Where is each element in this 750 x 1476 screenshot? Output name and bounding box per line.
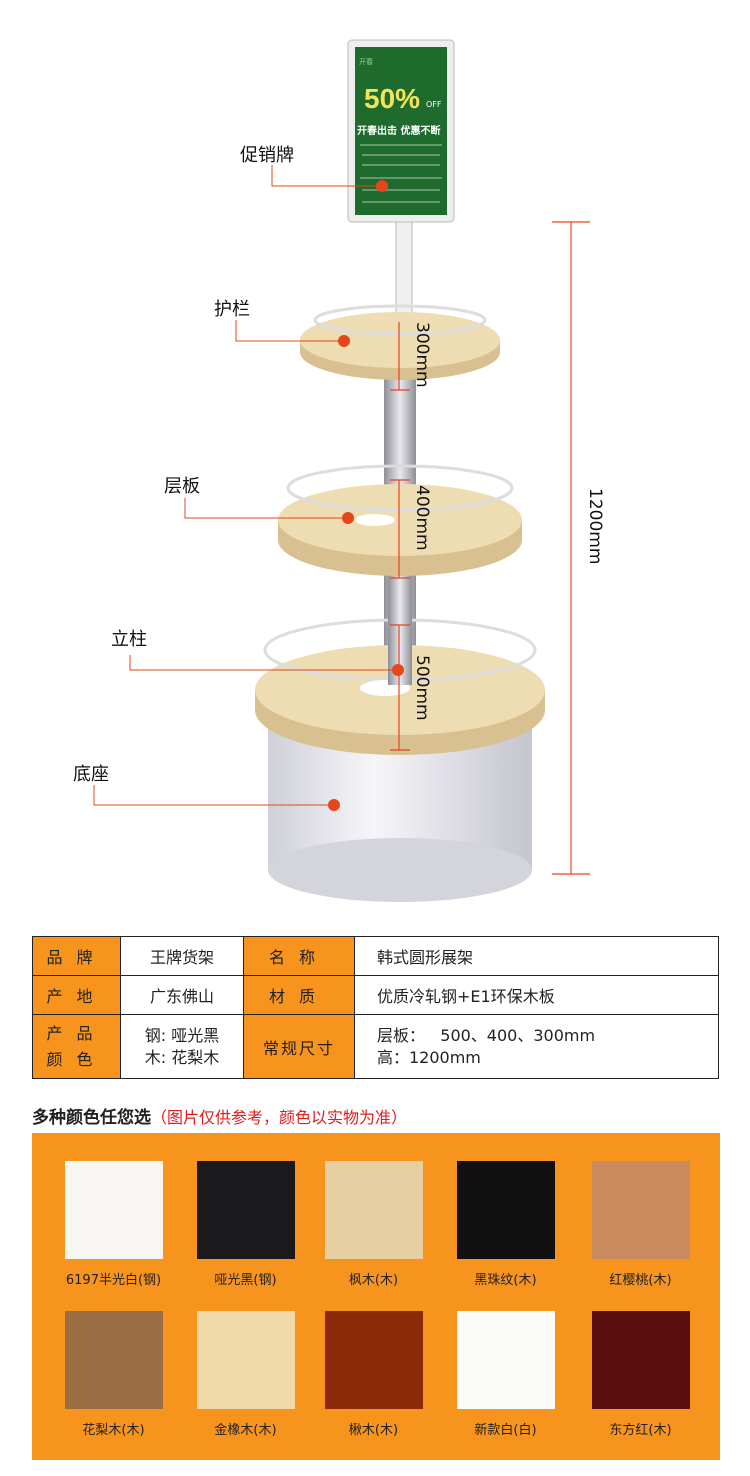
- swatch-color: [64, 1311, 163, 1409]
- label-sign: 促销牌: [240, 145, 294, 166]
- key-material: 材质: [243, 975, 355, 1015]
- dim-top: 300mm: [412, 322, 432, 388]
- key-name: 名称: [243, 936, 355, 976]
- spec-table: 品牌 王牌货架 名称 韩式圆形展架 产地 广东佛山 材质 优质冷轧钢+E1环保木…: [32, 936, 719, 1079]
- swatch-color: [196, 1161, 295, 1259]
- color-swatch: 6197半光白(钢): [46, 1161, 181, 1288]
- swatch-name: 6197半光白(钢): [65, 1273, 162, 1288]
- color-swatch: 哑光黑(钢): [178, 1161, 313, 1288]
- color-swatch: 楸木(木): [306, 1311, 441, 1438]
- color-swatch: 红樱桃(木): [573, 1161, 708, 1288]
- sign-percent: 50%: [364, 83, 420, 114]
- swatch-color: [196, 1311, 295, 1409]
- key-color: 产品颜色: [32, 1014, 121, 1079]
- sign-headline: 开春出击 优惠不断: [357, 124, 440, 137]
- colors-section-title: 多种颜色任您选（图片仅供参考，颜色以实物为准）: [32, 1103, 407, 1128]
- color-swatch: 新款白(白): [438, 1311, 573, 1438]
- table-row: 产地 广东佛山 材质 优质冷轧钢+E1环保木板: [32, 975, 719, 1015]
- shelf-middle: [278, 464, 522, 576]
- colors-title: 多种颜色任您选: [32, 1108, 151, 1128]
- dim-bottom: 500mm: [412, 655, 432, 721]
- table-row: 产品颜色 钢: 哑光黑木: 花梨木 常规尺寸 层板： 500、400、300mm…: [32, 1014, 719, 1079]
- value-color-steel: 钢: 哑光黑: [144, 1025, 220, 1045]
- key-color-line1: 产品: [46, 1023, 107, 1043]
- swatch-color: [324, 1311, 423, 1409]
- swatch-name: 新款白(白): [474, 1423, 537, 1438]
- key-origin: 产地: [32, 975, 121, 1015]
- promo-sign: 开春 50% OFF 开春出击 优惠不断: [347, 39, 455, 223]
- swatch-name: 黑珠纹(木): [474, 1273, 537, 1288]
- label-base: 底座: [73, 764, 109, 785]
- value-name: 韩式圆形展架: [354, 936, 719, 976]
- dim-middle: 400mm: [412, 485, 432, 551]
- swatch-name: 哑光黑(钢): [214, 1273, 277, 1288]
- sign-tag: 开春: [359, 57, 373, 66]
- swatch-name: 金橡木(木): [214, 1423, 277, 1438]
- table-row: 品牌 王牌货架 名称 韩式圆形展架: [32, 936, 719, 976]
- key-size: 常规尺寸: [243, 1014, 355, 1079]
- color-swatch: 金橡木(木): [178, 1311, 313, 1438]
- swatch-color: [456, 1161, 555, 1259]
- swatch-color: [64, 1161, 163, 1259]
- product-illustration: 开春 50% OFF 开春出击 优惠不断: [93, 39, 590, 902]
- color-swatch: 黑珠纹(木): [438, 1161, 573, 1288]
- value-color-wood: 木: 花梨木: [144, 1047, 220, 1067]
- sign-off: OFF: [426, 100, 442, 109]
- value-color: 钢: 哑光黑木: 花梨木: [120, 1014, 244, 1079]
- color-swatch: 枫木(木): [306, 1161, 441, 1288]
- swatch-color: [591, 1311, 690, 1409]
- value-origin: 广东佛山: [120, 975, 244, 1015]
- value-size-shelf: 层板： 500、400、300mm: [377, 1025, 596, 1045]
- dim-total: 1200mm: [585, 488, 605, 565]
- swatch-color: [591, 1161, 690, 1259]
- swatch-name: 枫木(木): [348, 1273, 399, 1288]
- label-rail: 护栏: [214, 299, 250, 320]
- swatch-name: 楸木(木): [348, 1423, 399, 1438]
- shelf-bottom: [255, 618, 545, 755]
- swatch-name: 东方红(木): [609, 1423, 672, 1438]
- swatch-name: 红樱桃(木): [609, 1273, 672, 1288]
- value-brand: 王牌货架: [120, 936, 244, 976]
- swatch-color: [324, 1161, 423, 1259]
- key-brand: 品牌: [32, 936, 121, 976]
- label-shelf: 层板: [164, 476, 200, 497]
- value-material: 优质冷轧钢+E1环保木板: [354, 975, 719, 1015]
- swatch-color: [456, 1311, 555, 1409]
- label-column: 立柱: [111, 629, 147, 650]
- color-swatch: 花梨木(木): [46, 1311, 181, 1438]
- shelf-top: [300, 304, 500, 380]
- colors-note: （图片仅供参考，颜色以实物为准）: [151, 1108, 408, 1127]
- color-swatch: 东方红(木): [573, 1311, 708, 1438]
- swatch-name: 花梨木(木): [82, 1423, 145, 1438]
- value-size-height: 高：1200mm: [377, 1047, 481, 1067]
- key-color-line2: 颜色: [46, 1049, 107, 1069]
